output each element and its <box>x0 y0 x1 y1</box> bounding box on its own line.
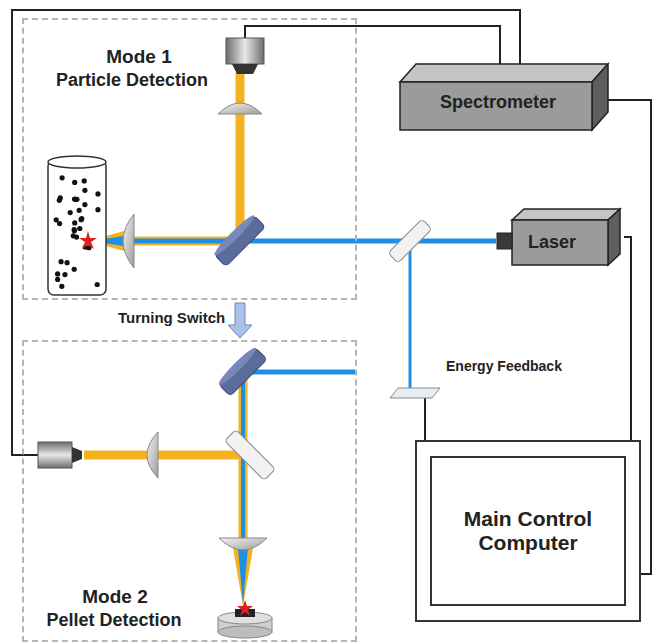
energy-sensor <box>390 388 440 398</box>
node-title: Mode 2 <box>60 586 170 608</box>
control-wire <box>624 237 631 440</box>
node-title: Laser <box>512 232 592 253</box>
beam-splitter <box>225 430 276 481</box>
node-subtitle: Particle Detection <box>42 70 222 91</box>
switch-mirror <box>216 345 267 396</box>
mode-region: Mode 1Particle Detection <box>22 18 357 300</box>
focus-lens <box>219 538 267 550</box>
feedback-label: Energy Feedback <box>446 358 562 374</box>
pellet-sample <box>218 600 272 638</box>
spect-box: Spectrometer <box>398 60 610 132</box>
node-subtitle: Pellet Detection <box>24 610 204 631</box>
node-title: Spectrometer <box>405 92 591 113</box>
detector-camera <box>226 38 264 74</box>
dichroic-mirror <box>212 213 266 267</box>
beam-splitter <box>388 219 432 263</box>
box-shape <box>415 440 641 622</box>
collect-lens <box>218 103 262 114</box>
switch-arrow <box>228 303 252 338</box>
switch-label: Turning Switch <box>118 309 225 326</box>
collect-lens <box>147 432 158 478</box>
particle-tube <box>48 156 106 295</box>
computer-box: Main Control Computer <box>415 440 641 622</box>
focus-lens <box>123 214 134 268</box>
node-title: Mode 1 <box>84 46 194 68</box>
detector-camera <box>38 442 82 468</box>
laser-box: Laser <box>494 206 624 268</box>
mode-region: Mode 2Pellet Detection <box>22 340 357 642</box>
beam-path <box>84 372 355 606</box>
node-title: Main Control Computer <box>435 507 621 555</box>
